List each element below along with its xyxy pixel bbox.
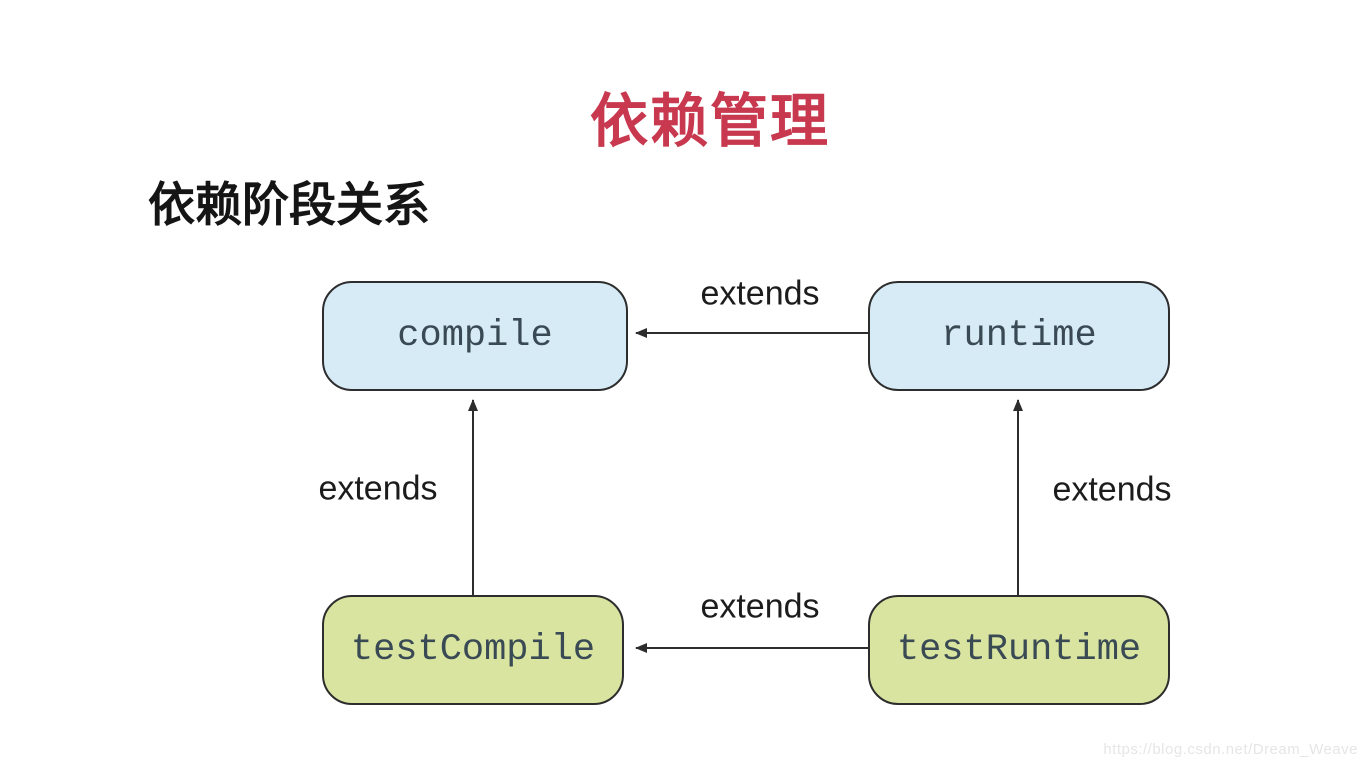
node-compile-label: compile [397, 315, 553, 357]
edge-label-testruntime-runtime: extends [1052, 470, 1172, 509]
edge-label-runtime-compile: extends [700, 274, 820, 313]
page-title: 依赖管理 [589, 89, 831, 154]
node-compile: compile [322, 281, 628, 391]
node-testcompile-label: testCompile [350, 629, 596, 671]
node-testcompile: testCompile [322, 595, 624, 705]
node-testruntime: testRuntime [868, 595, 1170, 705]
edge-label-testruntime-testcompile: extends [700, 587, 820, 626]
node-runtime: runtime [868, 281, 1170, 391]
node-runtime-label: runtime [941, 315, 1097, 357]
edge-label-testcompile-compile: extends [318, 469, 438, 508]
node-testruntime-label: testRuntime [896, 629, 1142, 671]
section-heading: 依赖阶段关系 [148, 178, 430, 231]
csdn-watermark: https://blog.csdn.net/Dream_Weave [1103, 741, 1358, 758]
